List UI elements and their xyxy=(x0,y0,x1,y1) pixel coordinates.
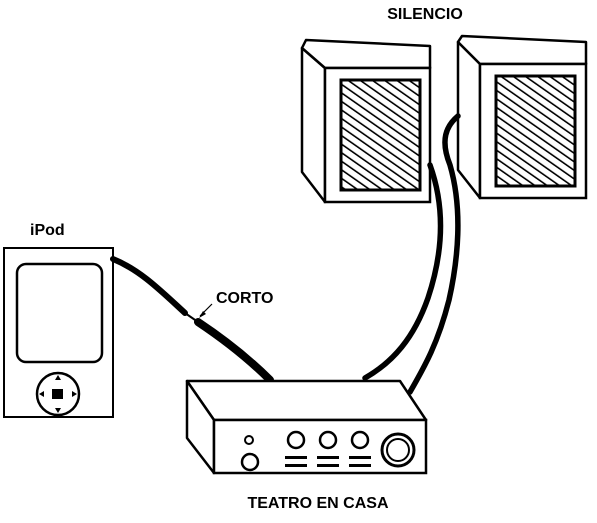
click-wheel-icon xyxy=(35,371,81,417)
speaker-right xyxy=(456,34,588,200)
slider-1a xyxy=(285,456,307,459)
slider-1b xyxy=(285,464,307,467)
cable-ipod-segment-1 xyxy=(110,256,188,316)
slider-2a xyxy=(317,456,339,459)
slider-2b xyxy=(317,464,339,467)
speaker-left-top xyxy=(300,38,432,70)
label-short: CORTO xyxy=(216,290,273,307)
knob-1-icon xyxy=(286,430,306,450)
ipod-screen xyxy=(15,262,104,364)
slider-3a xyxy=(349,456,371,459)
slider-3b xyxy=(349,464,371,467)
short-pointer-arrow xyxy=(199,311,206,318)
speaker-right-side xyxy=(456,40,482,200)
cable-ipod-segment-2 xyxy=(194,318,274,384)
cable-speaker-left xyxy=(362,162,444,381)
speaker-left xyxy=(300,38,432,204)
speaker-right-grille xyxy=(494,74,577,188)
power-led-icon xyxy=(244,435,254,445)
label-receiver: TEATRO EN CASA xyxy=(247,495,388,512)
cable-speaker-right xyxy=(407,113,461,395)
speaker-left-grille xyxy=(339,78,422,192)
knob-3-icon xyxy=(350,430,370,450)
home-theater-receiver xyxy=(185,379,428,475)
ipod-device xyxy=(3,247,114,418)
power-button-icon xyxy=(240,452,260,472)
ipod-cable xyxy=(110,256,274,384)
speaker-left-side xyxy=(300,46,327,204)
label-speakers: SILENCIO xyxy=(387,6,463,23)
volume-knob-inner-icon xyxy=(386,438,410,462)
speaker-right-top xyxy=(456,34,588,66)
receiver-top xyxy=(185,379,428,422)
label-ipod: iPod xyxy=(30,222,65,239)
speaker-cables xyxy=(362,113,461,395)
knob-2-icon xyxy=(318,430,338,450)
